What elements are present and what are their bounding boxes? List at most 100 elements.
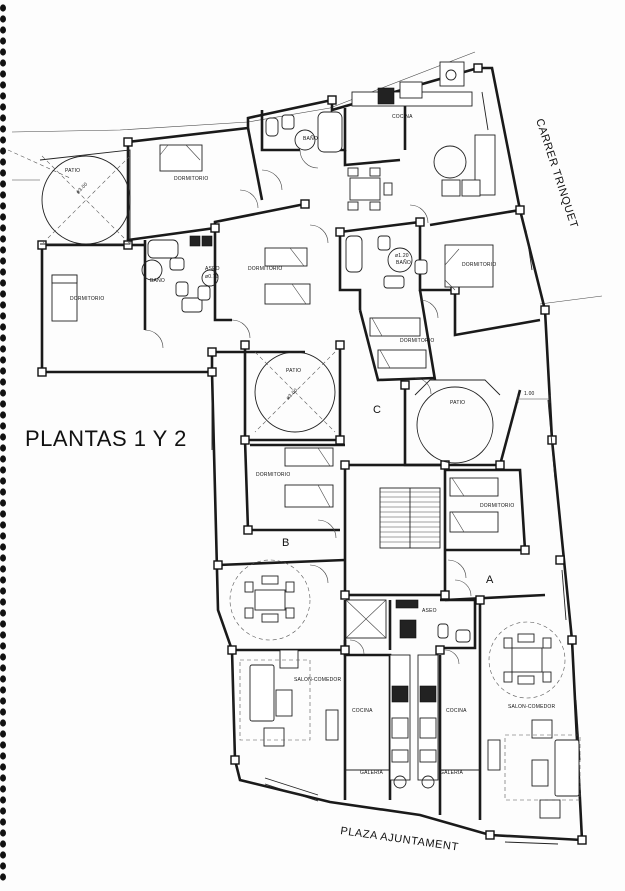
binding-hole [0, 796, 6, 804]
label-dormitorio-b: DORMITORIO [256, 472, 290, 478]
binding-hole [0, 752, 6, 760]
binding-hole [0, 378, 6, 386]
binding-hole [0, 59, 6, 67]
binding-hole [0, 532, 6, 540]
column [207, 367, 217, 377]
column [435, 645, 445, 655]
column [240, 340, 250, 350]
plan-title: PLANTAS 1 Y 2 [25, 426, 187, 451]
binding-hole [0, 818, 6, 826]
binding-hole [0, 763, 6, 771]
label-galeria-a: GALERIA [440, 770, 464, 776]
column [37, 367, 47, 377]
binding-hole [0, 290, 6, 298]
binding-hole [0, 389, 6, 397]
binding-hole [0, 433, 6, 441]
column [123, 240, 133, 250]
binding-hole [0, 521, 6, 529]
label-dormitorio-c-right: DORMITORIO [462, 262, 496, 268]
binding-hole [0, 697, 6, 705]
label-dormitorio-mid: DORMITORIO [248, 266, 282, 272]
binding-hole [0, 499, 6, 507]
binding-hole [0, 609, 6, 617]
label-patio-center: PATIO [286, 368, 301, 374]
binding-hole [0, 873, 6, 881]
binding-hole [0, 664, 6, 672]
patio-right [414, 379, 501, 464]
binding-hole [0, 279, 6, 287]
binding-hole [0, 422, 6, 430]
column [475, 595, 485, 605]
binding-hole [0, 246, 6, 254]
column [540, 305, 550, 315]
elevator [345, 599, 387, 639]
binding-hole [0, 675, 6, 683]
label-bano-left: BAÑO [150, 277, 165, 284]
column [515, 205, 525, 215]
binding-hole [0, 466, 6, 474]
binding-hole [0, 158, 6, 166]
label-patio-right: PATIO [450, 400, 465, 406]
dimension-offset [517, 395, 551, 403]
column [340, 460, 350, 470]
label-dormitorio-a: DORMITORIO [480, 503, 514, 509]
unit-letters: C B A [282, 404, 494, 586]
binding-hole [0, 653, 6, 661]
binding-hole [0, 136, 6, 144]
binding-hole [0, 741, 6, 749]
column [415, 217, 425, 227]
binding-hole [0, 70, 6, 78]
column [473, 63, 483, 73]
binding-hole [0, 851, 6, 859]
dim-offset: 1.00 [524, 391, 535, 397]
dim-bano-c: ø1.20 [395, 253, 409, 259]
column [440, 590, 450, 600]
label-salon-b: SALON-COMEDOR [294, 677, 342, 683]
binding-hole [0, 37, 6, 45]
label-patio-top-left: PATIO [65, 168, 80, 174]
binding-hole [0, 180, 6, 188]
binding-hole [0, 477, 6, 485]
column [520, 545, 530, 555]
door-swings [144, 149, 472, 665]
column [230, 755, 240, 765]
binding-hole [0, 224, 6, 232]
column [335, 227, 345, 237]
dim-aseo-small: ø0.70 [205, 274, 219, 280]
binding-hole [0, 620, 6, 628]
column [327, 95, 337, 105]
binding-hole [0, 719, 6, 727]
binding-hole [0, 92, 6, 100]
label-aseo-upper: ASEO [205, 266, 220, 272]
column [400, 380, 410, 390]
column [123, 137, 133, 147]
binding-hole [0, 565, 6, 573]
dining-sets [229, 134, 581, 819]
street-east: CARRER TRINQUET [533, 117, 580, 230]
binding-hole [0, 686, 6, 694]
binding-hole [0, 268, 6, 276]
label-cocina-b: COCINA [352, 708, 373, 714]
bathroom-fixtures [141, 111, 471, 643]
label-aseo-lower: ASEO [422, 608, 437, 614]
label-salon-a: SALON-COMEDOR [508, 704, 556, 710]
label-dormitorio-left: DORMITORIO [70, 296, 104, 302]
label-bano-top: BAÑO [303, 135, 318, 142]
binding-hole [0, 48, 6, 56]
binding-hole [0, 708, 6, 716]
binding-hole [0, 103, 6, 111]
column [243, 525, 253, 535]
binding-hole [0, 312, 6, 320]
binding-hole [0, 169, 6, 177]
column [495, 460, 505, 470]
column [207, 347, 217, 357]
column [227, 645, 237, 655]
binding-hole [0, 125, 6, 133]
binding-hole [0, 323, 6, 331]
binding-hole [0, 202, 6, 210]
binding-hole [0, 587, 6, 595]
facade-windows [211, 91, 581, 845]
column [567, 635, 577, 645]
binding-hole [0, 356, 6, 364]
